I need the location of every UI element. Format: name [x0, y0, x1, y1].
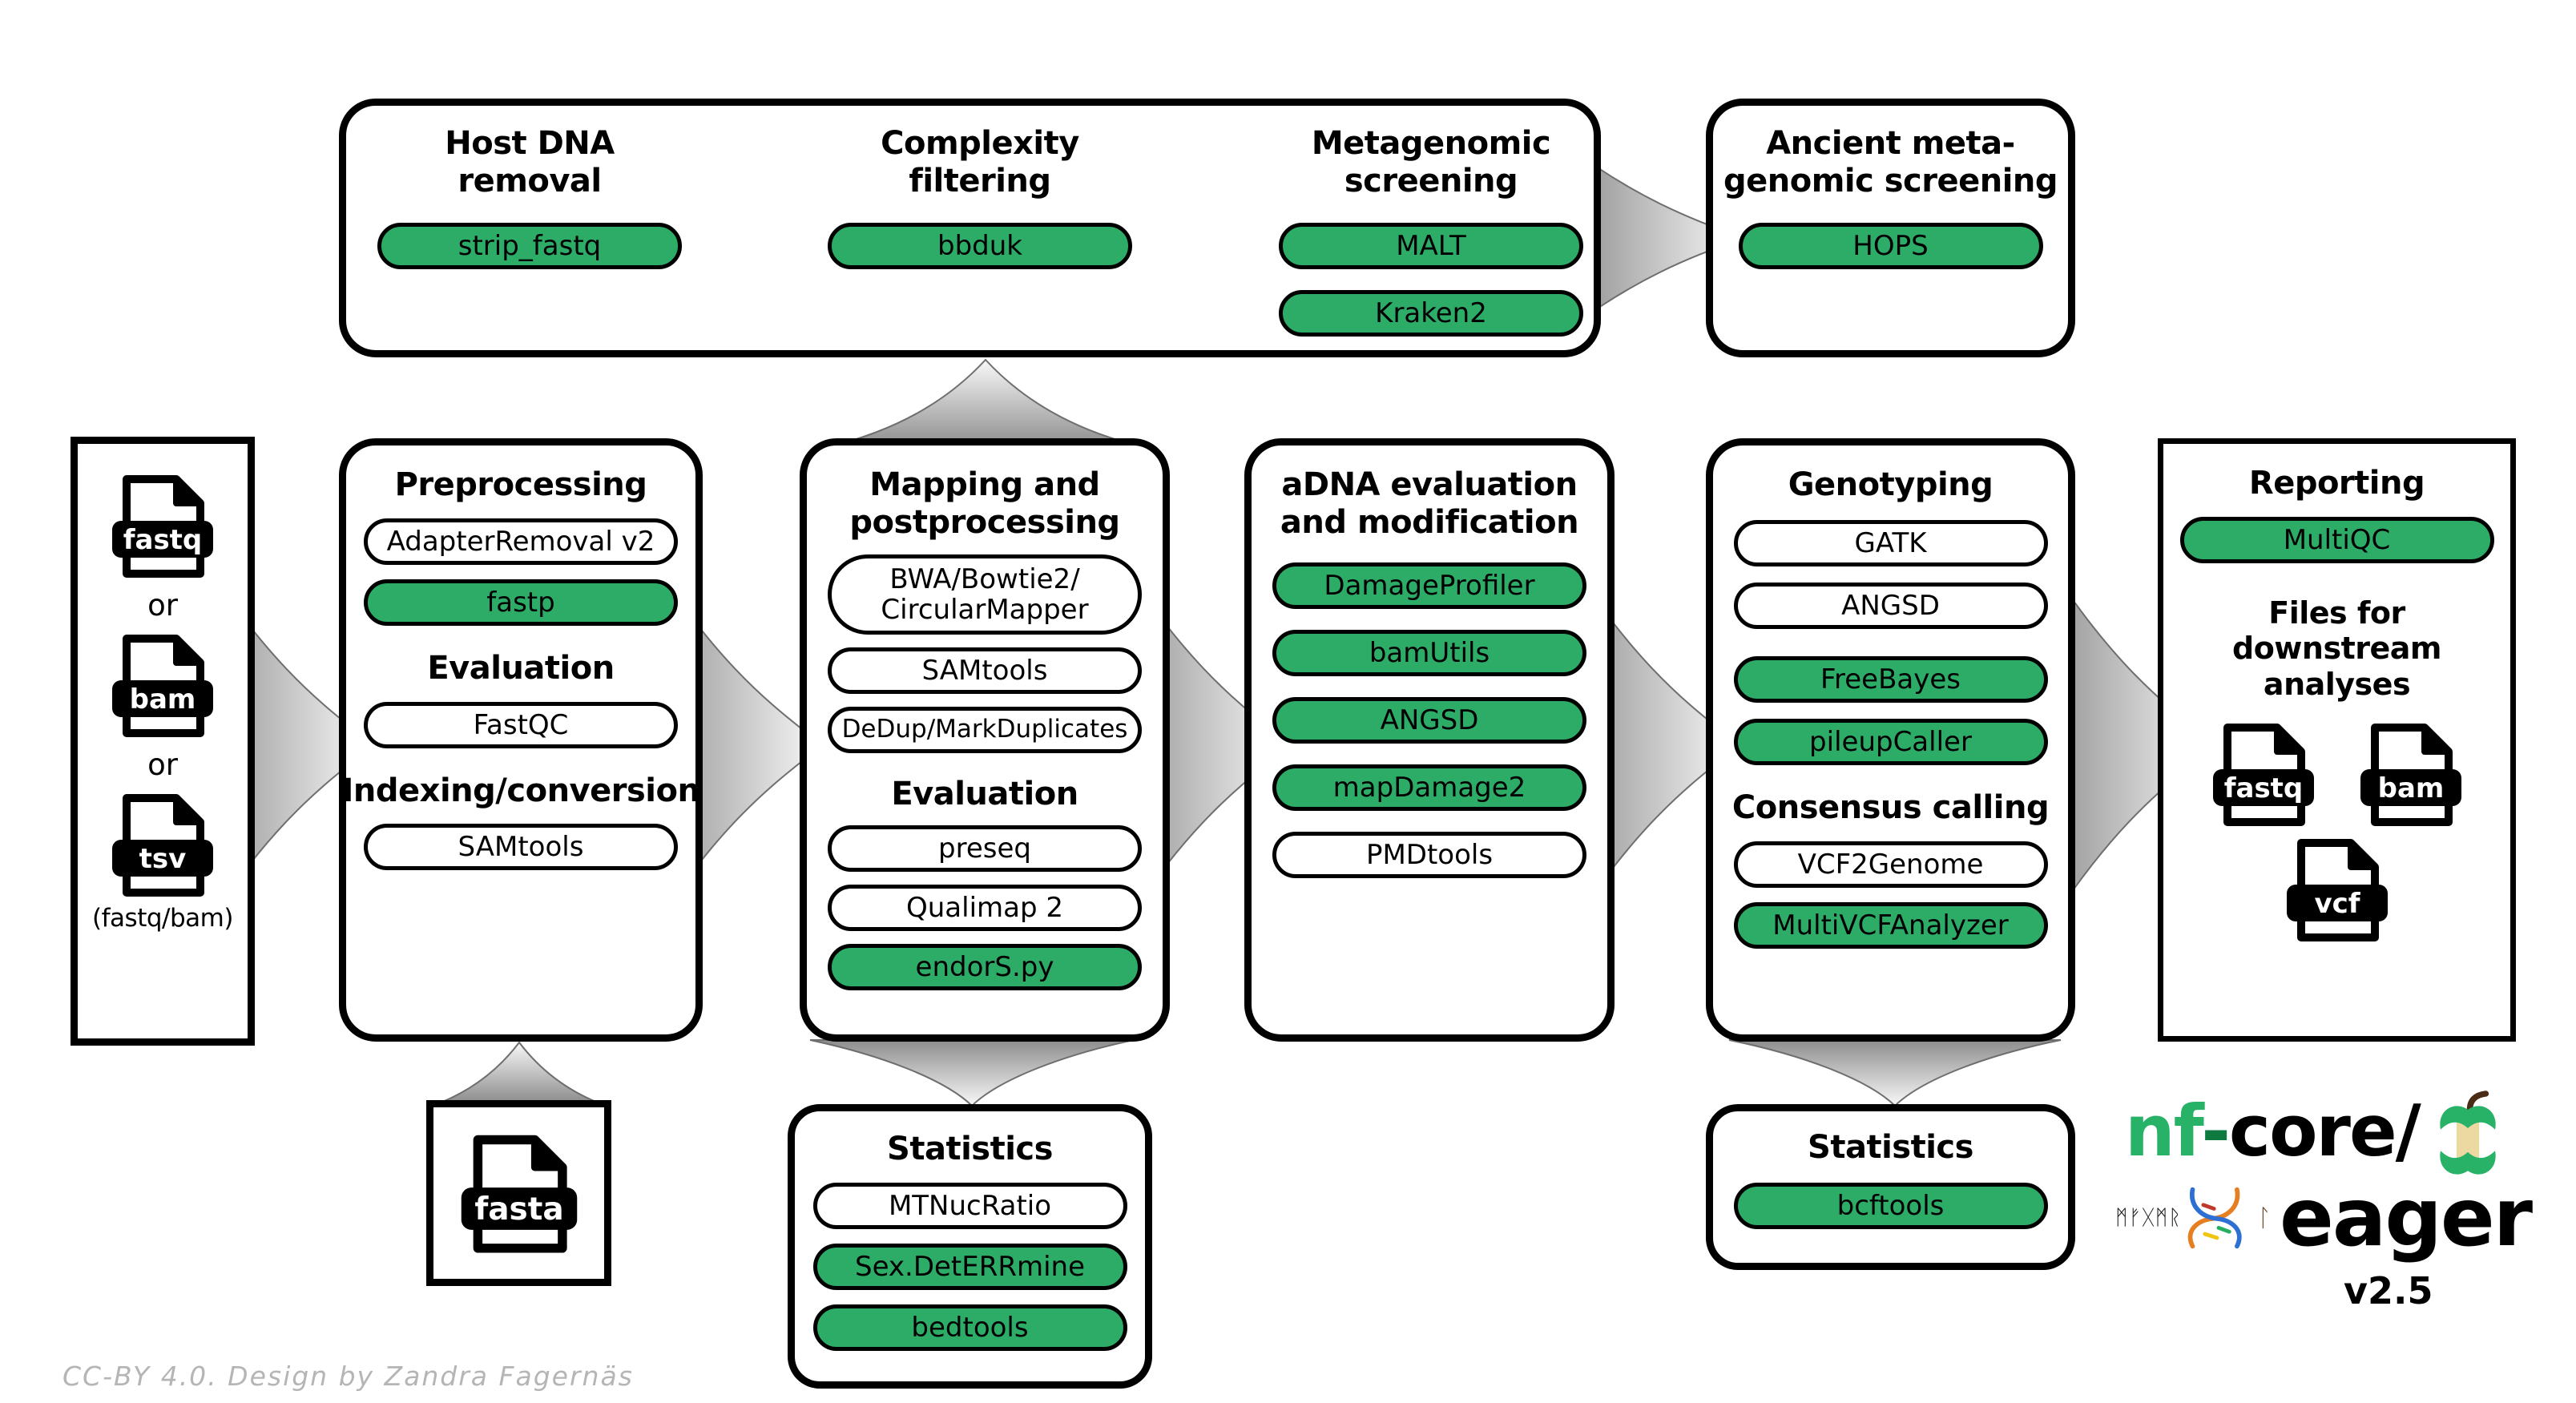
tool-pill-multivcfanalyzer: MultiVCFAnalyzer [1733, 901, 2048, 949]
logo-line-nfcore: nf-core/ [2125, 1090, 2564, 1183]
tsv-format-caption: (fastq/bam) [92, 904, 233, 933]
tool-pill-vcf2genome: VCF2Genome [1733, 841, 2048, 888]
logo-runes-left: ᛗᚠᚷᛗᚱ [2115, 1206, 2183, 1230]
statistics-heading: Statistics [887, 1131, 1053, 1167]
consensus-calling-heading: Consensus calling [1731, 788, 2050, 826]
input-files-box: fastq or bam or tsv (fastq/bam) [71, 437, 255, 1046]
logo-line-eager: ᛗᚠᚷᛗᚱ ᛚ eager [2115, 1178, 2564, 1258]
svg-text:fastq: fastq [2223, 772, 2303, 804]
adna-evaluation-modification-box: aDNA evaluation and modification DamageP… [1244, 438, 1615, 1042]
apple-core-icon [2440, 1091, 2496, 1175]
mapping-heading: Mapping and postprocessing [849, 466, 1120, 541]
fasta-reference-box: fasta [426, 1100, 611, 1286]
logo-version: v2.5 [2344, 1269, 2433, 1312]
preprocessing-box: Preprocessing AdapterRemoval v2 fastp Ev… [339, 438, 703, 1042]
downstream-files-row: fastq bam [2203, 721, 2471, 827]
tool-pill-bcftools: bcftools [1733, 1182, 2048, 1229]
logo-rune-right: ᛚ [2257, 1203, 2272, 1232]
dna-helix-icon [2187, 1187, 2242, 1249]
mapping-postprocessing-box: Mapping and postprocessing BWA/Bowtie2/ … [800, 438, 1170, 1042]
evaluation-heading: Evaluation [427, 649, 615, 687]
indexing-conversion-heading: Indexing/conversion [341, 772, 700, 809]
tool-pill-qualimap2: Qualimap 2 [828, 885, 1142, 932]
vcf-file-icon: vcf [2286, 839, 2388, 942]
tool-pill-hops: HOPS [1738, 222, 2043, 269]
tool-pill-fastqc: FastQC [364, 701, 678, 748]
metagenomic-screening-heading: Metagenomic screening [1311, 125, 1551, 200]
genotyping-box: Genotyping GATK ANGSD FreeBayes pileupCa… [1706, 438, 2075, 1042]
host-dna-removal-group: Host DNA removal strip_fastq [361, 125, 698, 269]
tool-pill-strip-fastq: strip_fastq [377, 222, 682, 269]
fastq-file-icon: fastq [2212, 724, 2314, 827]
tsv-file-icon: tsv [112, 794, 213, 897]
tool-pill-damageprofiler: DamageProfiler [1272, 562, 1586, 609]
ancient-metagenomic-heading: Ancient meta- genomic screening [1723, 125, 2058, 200]
tool-pill-angsd-genotyping: ANGSD [1733, 582, 2048, 629]
tool-pill-preseq: preseq [828, 825, 1142, 873]
tool-pill-malt: MALT [1279, 222, 1583, 269]
license-credit-text: CC-BY 4.0. Design by Zandra Fagernäs [62, 1361, 634, 1392]
tool-pill-bwa-bowtie2-circularmapper: BWA/Bowtie2/ CircularMapper [828, 554, 1142, 635]
genotyping-statistics-box: Statistics bcftools [1706, 1104, 2075, 1270]
mapping-evaluation-heading: Evaluation [891, 775, 1078, 812]
complexity-filtering-group: Complexity filtering bbduk [812, 125, 1148, 269]
or-separator: or [147, 748, 178, 782]
bam-file-icon: bam [112, 635, 213, 737]
tool-pill-bedtools: bedtools [812, 1304, 1127, 1351]
tool-pill-mtnucratio: MTNucRatio [812, 1182, 1127, 1229]
genotyping-heading: Genotyping [1788, 466, 1993, 503]
tool-pill-fastp: fastp [364, 579, 678, 626]
tool-pill-samtools: SAMtools [364, 824, 678, 871]
fastq-file-icon: fastq [112, 475, 213, 578]
logo-eager-wordmark: eager [2280, 1171, 2533, 1264]
bam-file-icon: bam [2360, 724, 2461, 827]
svg-text:bam: bam [130, 683, 196, 716]
tool-pill-angsd-adna: ANGSD [1272, 696, 1586, 744]
tool-pill-sex-deterrmine: Sex.DetERRmine [812, 1243, 1127, 1290]
flow-arrow-fasta-to-preprocessing [440, 1041, 599, 1103]
tool-pill-pileupcaller: pileupCaller [1733, 718, 2048, 765]
statistics-heading: Statistics [1808, 1129, 1973, 1166]
metagenomic-screening-group: Metagenomic screening MALT Kraken2 [1263, 125, 1599, 337]
preprocessing-heading: Preprocessing [394, 466, 647, 503]
adna-heading: aDNA evaluation and modification [1280, 466, 1579, 541]
flow-arrow-genotyping-to-statistics [1728, 1039, 2062, 1107]
tool-pill-pmdtools: PMDtools [1272, 831, 1586, 878]
tool-pill-freebayes: FreeBayes [1733, 655, 2048, 703]
or-separator: or [147, 588, 178, 623]
tool-pill-dedup-markduplicates: DeDup/MarkDuplicates [828, 706, 1142, 753]
svg-text:bam: bam [2377, 772, 2444, 804]
tool-pill-gatk: GATK [1733, 519, 2048, 566]
screening-steps-box: Host DNA removal strip_fastq Complexity … [339, 99, 1601, 357]
tool-pill-bbduk: bbduk [828, 222, 1132, 269]
flow-arrow-mapping-to-topbox [826, 358, 1145, 448]
reporting-heading: Reporting [2248, 465, 2425, 502]
nf-core-eager-logo: nf-core/ ᛗᚠᚷᛗᚱ ᛚ eager v2.5 [2115, 1090, 2564, 1369]
complexity-filtering-heading: Complexity filtering [881, 125, 1079, 200]
downstream-files-heading: Files for downstream analyses [2232, 595, 2442, 702]
svg-text:tsv: tsv [139, 843, 187, 875]
fasta-file-icon: fasta [461, 1135, 577, 1253]
host-dna-removal-heading: Host DNA removal [445, 125, 615, 200]
tool-pill-multiqc: MultiQC [2179, 516, 2494, 563]
svg-text:fastq: fastq [123, 524, 203, 556]
flow-arrow-mapping-to-statistics [809, 1039, 1135, 1107]
reporting-box: Reporting MultiQC Files for downstream a… [2158, 438, 2516, 1042]
tool-pill-endors-py: endorS.py [828, 944, 1142, 991]
tool-pill-mapdamage2: mapDamage2 [1272, 764, 1586, 811]
tool-pill-samtools-mapping: SAMtools [828, 647, 1142, 694]
svg-text:vcf: vcf [2314, 888, 2360, 920]
tool-pill-kraken2: Kraken2 [1279, 289, 1583, 337]
mapping-statistics-box: Statistics MTNucRatio Sex.DetERRmine bed… [788, 1104, 1152, 1389]
logo-wordmark: nf-core/ [2125, 1090, 2421, 1172]
tool-pill-adapterremoval: AdapterRemoval v2 [364, 518, 678, 565]
ancient-metagenomic-screening-box: Ancient meta- genomic screening HOPS [1706, 99, 2075, 357]
tool-pill-bamutils: bamUtils [1272, 629, 1586, 676]
svg-text:fasta: fasta [474, 1191, 563, 1228]
